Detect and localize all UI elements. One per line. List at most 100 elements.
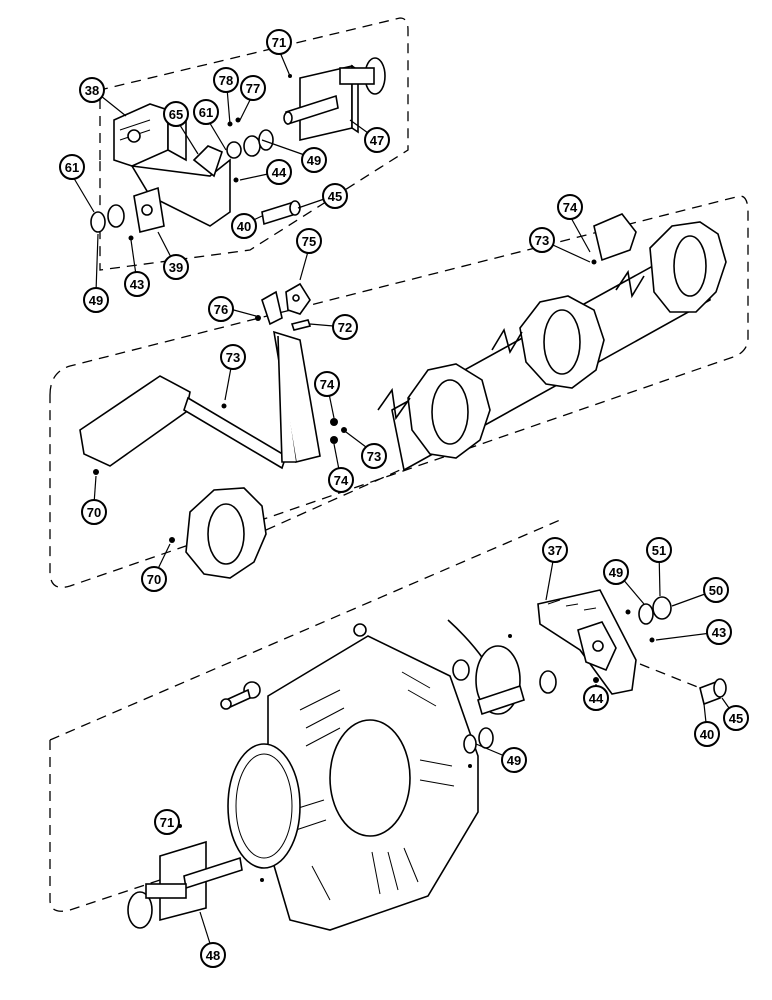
callout-number: 71 xyxy=(160,815,174,830)
callout-number: 74 xyxy=(320,377,335,392)
callout-70: 70 xyxy=(141,566,167,592)
callout-number: 48 xyxy=(206,948,220,963)
callout-number: 37 xyxy=(548,543,562,558)
callout-72: 72 xyxy=(332,314,358,340)
callout-47: 47 xyxy=(364,127,390,153)
callout-71: 71 xyxy=(154,809,180,835)
callout-circle xyxy=(154,809,180,835)
callout-number: 73 xyxy=(367,449,381,464)
callout-number: 51 xyxy=(652,543,666,558)
callout-circle xyxy=(231,213,257,239)
callout-circle xyxy=(557,194,583,220)
callout-38: 38 xyxy=(79,77,105,103)
callout-number: 70 xyxy=(147,572,161,587)
callout-circle xyxy=(220,344,246,370)
callout-51: 51 xyxy=(646,537,672,563)
callout-78: 78 xyxy=(213,67,239,93)
callout-43: 43 xyxy=(124,271,150,297)
callout-49: 49 xyxy=(501,747,527,773)
callout-circle xyxy=(529,227,555,253)
callout-circle xyxy=(646,537,672,563)
callout-number: 44 xyxy=(589,691,604,706)
callout-49: 49 xyxy=(603,559,629,585)
callout-49: 49 xyxy=(301,147,327,173)
callout-43: 43 xyxy=(706,619,732,645)
callout-circle xyxy=(301,147,327,173)
callout-circle xyxy=(79,77,105,103)
callout-layer: 71 38 78 77 65 61 49 47 44 61 45 40 49 43 39 74 73 75 76 72… xyxy=(59,29,749,968)
callout-circle xyxy=(59,154,85,180)
callout-39: 39 xyxy=(163,254,189,280)
callout-circle xyxy=(723,705,749,731)
callout-number: 45 xyxy=(729,711,743,726)
callout-circle xyxy=(200,942,226,968)
callout-number: 39 xyxy=(169,260,183,275)
callout-number: 77 xyxy=(246,81,260,96)
bottom-group-boundary xyxy=(49,519,561,912)
callout-circle xyxy=(266,159,292,185)
callout-number: 50 xyxy=(709,583,723,598)
callout-65: 65 xyxy=(163,101,189,127)
callout-number: 49 xyxy=(307,153,321,168)
callout-circle xyxy=(332,314,358,340)
callout-75: 75 xyxy=(296,228,322,254)
callout-circle xyxy=(296,228,322,254)
callout-number: 71 xyxy=(272,35,286,50)
callout-number: 74 xyxy=(334,473,349,488)
callout-circle xyxy=(163,254,189,280)
middle-group-boundary xyxy=(49,195,749,589)
callout-number: 49 xyxy=(609,565,623,580)
callout-circle xyxy=(583,685,609,711)
callout-48: 48 xyxy=(200,942,226,968)
callout-number: 73 xyxy=(226,350,240,365)
callout-44: 44 xyxy=(583,685,609,711)
callout-number: 47 xyxy=(370,133,384,148)
callout-number: 40 xyxy=(237,219,251,234)
callout-number: 40 xyxy=(700,727,714,742)
callout-number: 43 xyxy=(712,625,726,640)
callout-74: 74 xyxy=(328,467,354,493)
callout-73: 73 xyxy=(529,227,555,253)
callout-40: 40 xyxy=(694,721,720,747)
callout-37: 37 xyxy=(542,537,568,563)
callout-circle xyxy=(141,566,167,592)
callout-number: 74 xyxy=(563,200,578,215)
callout-circle xyxy=(163,101,189,127)
beater-shaft-assembly xyxy=(79,213,727,579)
callout-number: 49 xyxy=(89,293,103,308)
callout-circle xyxy=(314,371,340,397)
callout-77: 77 xyxy=(240,75,266,101)
callout-40: 40 xyxy=(231,213,257,239)
callout-circle xyxy=(81,499,107,525)
callout-number: 76 xyxy=(214,302,228,317)
callout-73: 73 xyxy=(361,443,387,469)
callout-44: 44 xyxy=(266,159,292,185)
callout-number: 61 xyxy=(199,105,213,120)
callout-number: 38 xyxy=(85,83,99,98)
callout-61: 61 xyxy=(59,154,85,180)
callout-circle xyxy=(193,99,219,125)
callout-circle xyxy=(240,75,266,101)
callout-circle xyxy=(266,29,292,55)
callout-circle xyxy=(322,183,348,209)
callout-number: 73 xyxy=(535,233,549,248)
callout-number: 72 xyxy=(338,320,352,335)
drive-plate-assembly xyxy=(127,589,727,931)
callout-76: 76 xyxy=(208,296,234,322)
callout-circle xyxy=(542,537,568,563)
callout-number: 45 xyxy=(328,189,342,204)
callout-circle xyxy=(603,559,629,585)
upper-bracket-assembly xyxy=(90,57,386,241)
callout-50: 50 xyxy=(703,577,729,603)
callout-71: 71 xyxy=(266,29,292,55)
callout-number: 43 xyxy=(130,277,144,292)
callout-49: 49 xyxy=(83,287,109,313)
callout-circle xyxy=(83,287,109,313)
callout-circle xyxy=(706,619,732,645)
callout-61: 61 xyxy=(193,99,219,125)
callout-number: 44 xyxy=(272,165,287,180)
top-group-boundary xyxy=(99,17,409,271)
callout-circle xyxy=(213,67,239,93)
callout-74: 74 xyxy=(557,194,583,220)
